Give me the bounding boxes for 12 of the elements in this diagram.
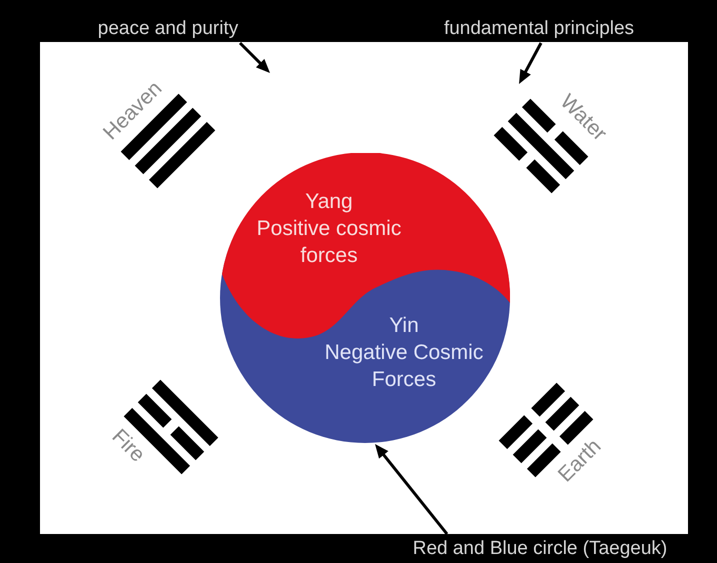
flag-field: [40, 42, 688, 534]
yin-label: Yin: [389, 313, 419, 339]
yang-description: Positive cosmic forces: [256, 216, 402, 269]
yin-description: Negative Cosmic Forces: [324, 340, 484, 393]
trigram-label: Fire: [106, 424, 150, 468]
annotation-text: Red and Blue circle (Taegeuk): [412, 538, 668, 560]
leader-arrow: [375, 444, 448, 535]
leader-arrow: [238, 42, 270, 73]
leader-arrow: [519, 42, 542, 84]
annotation-text: fundamental principles: [444, 18, 634, 40]
annotation-text: peace and purity: [98, 18, 238, 40]
yang-label: Yang: [305, 189, 353, 215]
